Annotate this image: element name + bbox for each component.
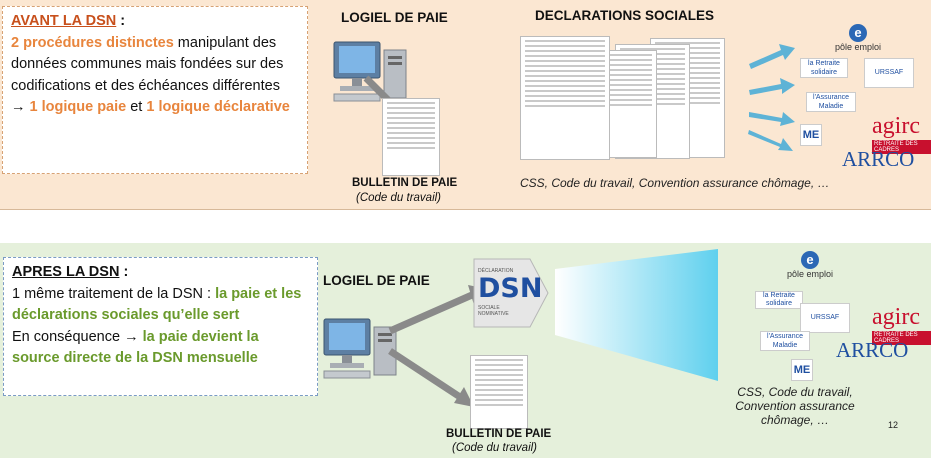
declarations-label: DECLARATIONS SOCIALES xyxy=(535,8,715,23)
dsn-mark: DSN xyxy=(478,273,543,304)
after-dsn-panel: APRES LA DSN : 1 même traitement de la D… xyxy=(0,243,931,458)
before-dsn-textbox: AVANT LA DSN : 2 procédures distinctes m… xyxy=(2,6,308,174)
msa-logo: ME xyxy=(791,359,813,381)
logic-declarative: 1 logique déclarative xyxy=(146,99,290,115)
pole-emploi-logo: e pôle emploi xyxy=(834,24,882,52)
consequence-highlight: la paie devient la source directe de la … xyxy=(12,328,259,367)
agirc-logo: agirc xyxy=(872,304,920,330)
computer-icon xyxy=(323,318,397,379)
retraite-solidaire-logo: la Retraite solidaire xyxy=(800,58,848,78)
after-dsn-textbox: APRES LA DSN : 1 même traitement de la D… xyxy=(3,257,318,396)
urssaf-logo: URSSAF xyxy=(800,303,850,333)
two-procedures-highlight: 2 procédures distinctes xyxy=(11,34,174,51)
single-process-text: 1 même traitement de la DSN : xyxy=(12,285,216,302)
arrco-logo: ARRCO xyxy=(842,147,915,171)
msa-logo: ME xyxy=(800,124,822,146)
payslip-document xyxy=(382,98,440,176)
payslip-label-after: BULLETIN DE PAIE xyxy=(446,428,552,440)
declarations-caption: CSS, Code du travail, Convention assuran… xyxy=(520,176,830,190)
software-label: LOGIEL DE PAIE xyxy=(341,10,448,25)
logic-paie: 1 logique paie xyxy=(29,99,127,115)
agirc-logo: agirc xyxy=(872,113,920,139)
agirc-sub-logo: RETRAITE DES CADRES xyxy=(872,331,931,345)
assurance-maladie-logo: l'Assurance Maladie xyxy=(806,92,856,112)
single-process-highlight: la paie et les déclarations sociales qu’… xyxy=(12,285,302,324)
retraite-solidaire-logo: la Retraite solidaire xyxy=(755,291,803,309)
arrow-glyph: → xyxy=(11,99,26,115)
dsn-broadcast-funnel xyxy=(555,249,718,381)
agirc-sub-logo: RETRAITE DES CADRES xyxy=(872,140,931,154)
assurance-maladie-logo: l'Assurance Maladie xyxy=(760,331,810,351)
before-dsn-panel: AVANT LA DSN : 2 procédures distinctes m… xyxy=(0,0,931,210)
declarations-caption-after: CSS, Code du travail, Convention assuran… xyxy=(735,385,855,427)
dsn-logo: DÉCLARATION DSN SOCIALE NOMINATIVE xyxy=(470,255,550,331)
payslip-sublabel-after: (Code du travail) xyxy=(452,442,538,454)
urssaf-logo: URSSAF xyxy=(864,58,914,88)
declaration-arrows xyxy=(748,44,795,151)
computer-icon xyxy=(333,41,407,102)
consequence-text: En conséquence xyxy=(12,328,125,345)
before-dsn-heading: AVANT LA DSN xyxy=(11,13,117,29)
two-procedures-text: manipulant des données communes mais fon… xyxy=(11,34,284,94)
payslip-label: BULLETIN DE PAIE xyxy=(352,177,458,189)
software-label-after: LOGIEL DE PAIE xyxy=(323,273,430,288)
payslip-document xyxy=(470,355,528,429)
pole-emploi-logo: e pôle emploi xyxy=(786,251,834,279)
payslip-sublabel: (Code du travail) xyxy=(356,192,442,204)
page-number: 12 xyxy=(888,420,899,430)
after-dsn-heading: APRES LA DSN xyxy=(12,264,120,280)
arrco-logo: ARRCO xyxy=(836,338,909,362)
